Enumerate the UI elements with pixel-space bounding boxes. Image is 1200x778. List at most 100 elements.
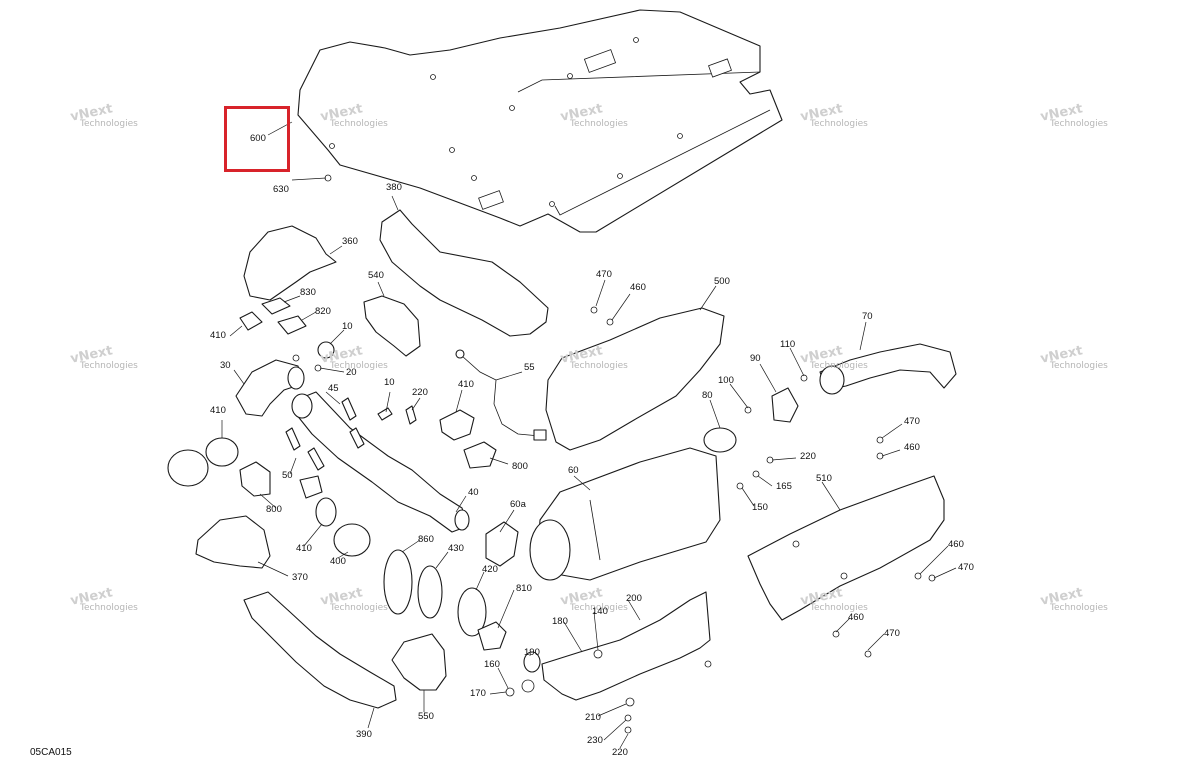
part-label-220[interactable]: 220 bbox=[800, 451, 816, 462]
part-label-800[interactable]: 800 bbox=[266, 504, 282, 515]
part-label-110[interactable]: 110 bbox=[780, 339, 796, 350]
part-label-390[interactable]: 390 bbox=[356, 729, 372, 740]
part-430-clamp bbox=[417, 565, 443, 619]
part-70-tail-pipe bbox=[819, 343, 957, 391]
part-10-gasket-small bbox=[377, 407, 393, 421]
part-label-470[interactable]: 470 bbox=[904, 416, 920, 427]
part-label-60[interactable]: 60 bbox=[568, 465, 579, 476]
part-label-410[interactable]: 410 bbox=[210, 330, 226, 341]
part-label-540[interactable]: 540 bbox=[368, 270, 384, 281]
part-label-460[interactable]: 460 bbox=[904, 442, 920, 453]
part-label-600[interactable]: 600 bbox=[250, 133, 266, 144]
part-label-10[interactable]: 10 bbox=[384, 377, 395, 388]
part-label-220[interactable]: 220 bbox=[612, 747, 628, 758]
part-50-spring-b bbox=[307, 447, 325, 471]
part-label-430[interactable]: 430 bbox=[448, 543, 464, 554]
part-90-flange bbox=[771, 387, 799, 423]
part-550-shield bbox=[391, 633, 447, 691]
part-50-spring bbox=[285, 427, 301, 451]
part-label-140[interactable]: 140 bbox=[592, 606, 608, 617]
part-410-clamp-left-b bbox=[205, 437, 239, 467]
highlight-box-part-600[interactable] bbox=[224, 106, 290, 172]
part-label-160[interactable]: 160 bbox=[484, 659, 500, 670]
part-410-clamp-mid bbox=[439, 409, 475, 441]
part-label-800[interactable]: 800 bbox=[512, 461, 528, 472]
part-label-860[interactable]: 860 bbox=[418, 534, 434, 545]
part-label-60a[interactable]: 60a bbox=[510, 499, 526, 510]
part-label-410[interactable]: 410 bbox=[296, 543, 312, 554]
part-label-180[interactable]: 180 bbox=[552, 616, 568, 627]
part-label-370[interactable]: 370 bbox=[292, 572, 308, 583]
part-label-810[interactable]: 810 bbox=[516, 583, 532, 594]
part-label-400[interactable]: 400 bbox=[330, 556, 346, 567]
part-label-210[interactable]: 210 bbox=[585, 712, 601, 723]
part-label-90[interactable]: 90 bbox=[750, 353, 761, 364]
part-label-470[interactable]: 470 bbox=[596, 269, 612, 280]
part-label-380[interactable]: 380 bbox=[386, 182, 402, 193]
part-label-510[interactable]: 510 bbox=[816, 473, 832, 484]
part-label-460[interactable]: 460 bbox=[848, 612, 864, 623]
part-label-410[interactable]: 410 bbox=[458, 379, 474, 390]
part-210-bolt bbox=[625, 697, 635, 707]
part-label-70[interactable]: 70 bbox=[862, 311, 873, 322]
part-label-20[interactable]: 20 bbox=[346, 367, 357, 378]
part-label-500[interactable]: 500 bbox=[714, 276, 730, 287]
part-410-clamp-lower bbox=[315, 497, 337, 527]
part-800-spacer-a bbox=[463, 441, 497, 469]
part-label-360[interactable]: 360 bbox=[342, 236, 358, 247]
part-label-40[interactable]: 40 bbox=[468, 487, 479, 498]
part-230-washer bbox=[624, 714, 632, 722]
part-470-bolt-b bbox=[876, 436, 884, 444]
part-label-30[interactable]: 30 bbox=[220, 360, 231, 371]
part-470-bolt-c bbox=[928, 574, 936, 582]
part-500-muffler-shield bbox=[545, 307, 725, 451]
part-label-165[interactable]: 165 bbox=[776, 481, 792, 492]
part-label-410[interactable]: 410 bbox=[210, 405, 226, 416]
part-830-spacer bbox=[261, 297, 291, 315]
part-label-200[interactable]: 200 bbox=[626, 593, 642, 604]
part-label-470[interactable]: 470 bbox=[958, 562, 974, 573]
part-label-460[interactable]: 460 bbox=[630, 282, 646, 293]
part-label-220[interactable]: 220 bbox=[412, 387, 428, 398]
part-label-55[interactable]: 55 bbox=[524, 362, 535, 373]
part-180-bolt bbox=[593, 649, 603, 659]
part-55-connector bbox=[533, 429, 547, 441]
part-55-sensor bbox=[455, 349, 465, 359]
part-160-bushing bbox=[521, 679, 535, 693]
part-label-100[interactable]: 100 bbox=[718, 375, 734, 386]
part-label-820[interactable]: 820 bbox=[315, 306, 331, 317]
part-10-gasket-ring bbox=[317, 341, 335, 359]
part-420-clamp bbox=[457, 587, 487, 637]
part-label-45[interactable]: 45 bbox=[328, 383, 339, 394]
part-label-830[interactable]: 830 bbox=[300, 287, 316, 298]
part-80-gasket bbox=[703, 427, 737, 453]
part-label-460[interactable]: 460 bbox=[948, 539, 964, 550]
part-label-190[interactable]: 190 bbox=[524, 647, 540, 658]
part-510-hole-b bbox=[840, 572, 848, 580]
part-label-170[interactable]: 170 bbox=[470, 688, 486, 699]
part-label-420[interactable]: 420 bbox=[482, 564, 498, 575]
part-label-150[interactable]: 150 bbox=[752, 502, 768, 513]
part-100-bolt bbox=[744, 406, 752, 414]
part-bolt-200 bbox=[704, 660, 712, 668]
part-label-80[interactable]: 80 bbox=[702, 390, 713, 401]
part-label-630[interactable]: 630 bbox=[273, 184, 289, 195]
part-label-230[interactable]: 230 bbox=[587, 735, 603, 746]
part-510-hole bbox=[792, 540, 800, 548]
part-40-pipe-end bbox=[454, 509, 470, 531]
part-460-washer-a bbox=[606, 318, 614, 326]
part-label-50[interactable]: 50 bbox=[282, 470, 293, 481]
part-460-washer-c bbox=[914, 572, 922, 580]
part-label-470[interactable]: 470 bbox=[884, 628, 900, 639]
part-label-550[interactable]: 550 bbox=[418, 711, 434, 722]
part-label-10[interactable]: 10 bbox=[342, 321, 353, 332]
